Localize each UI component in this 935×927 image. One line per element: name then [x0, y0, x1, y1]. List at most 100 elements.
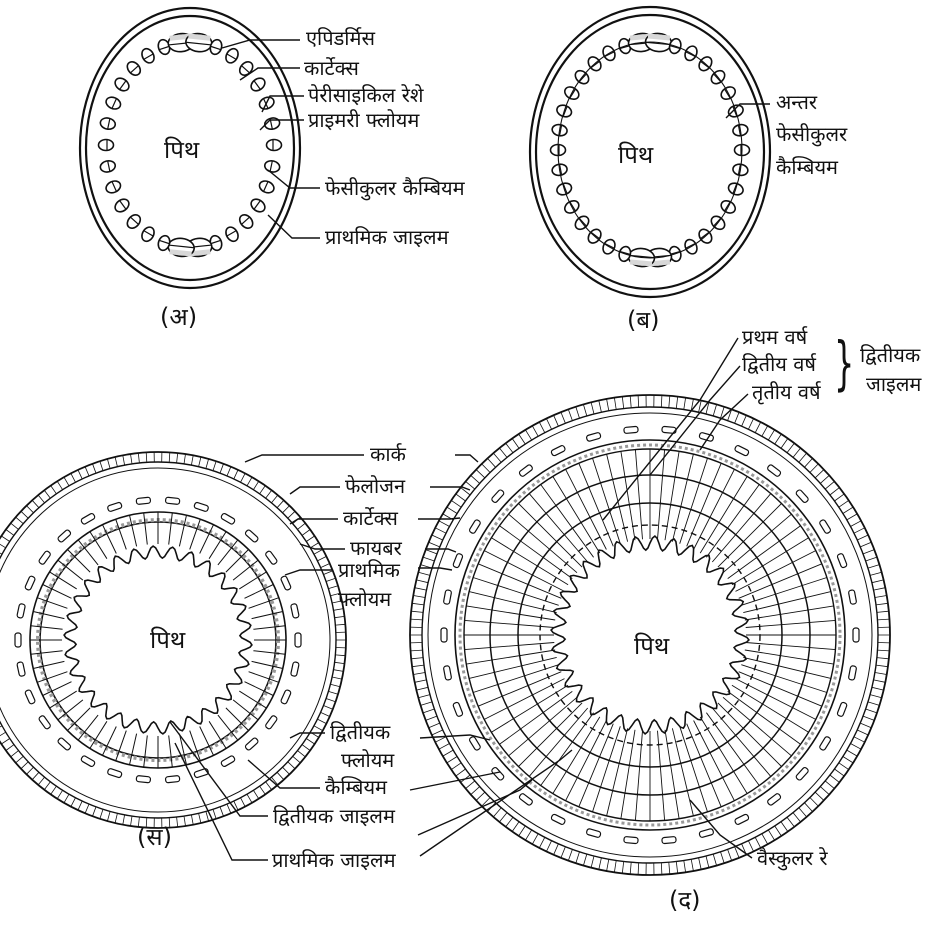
panel-d-fibre-cap	[551, 814, 566, 826]
panel-c-fibre-cap	[17, 603, 26, 618]
panel-c-fibre-cap	[194, 502, 209, 512]
label-pith-c: पिथ	[150, 628, 185, 652]
panel-a-bundle-outline	[113, 76, 132, 94]
leader-secondary-xylem-d	[418, 780, 532, 835]
leader-cork-d	[455, 455, 478, 462]
panel-c-fibre-cap	[107, 768, 122, 778]
panel-c-fibre-cap	[291, 662, 300, 677]
panel-d-fibre-cap	[586, 432, 601, 442]
panel-c-fibre-cap	[165, 775, 180, 782]
panel-c-fibre-cap	[291, 603, 300, 618]
panel-a-vascular-bundle	[237, 59, 255, 78]
label-primary-phloem-a: प्राइमरी फ्लोयम	[308, 110, 419, 130]
panel-c-fibre-cap	[265, 715, 278, 730]
panel-d-fibre-cap	[519, 464, 534, 477]
label-primary-xylem-c: प्राथमिक जाइलम	[272, 850, 396, 870]
panel-a-bundle-outline	[139, 225, 156, 243]
panel-a-bundle-outline	[104, 95, 122, 111]
panel-c-fibre-cap	[244, 737, 258, 751]
label-secondary-xylem-d2: जाइलम	[866, 374, 921, 394]
leader-cork	[245, 455, 364, 462]
panel-c-fibre-cap	[38, 715, 51, 730]
label-pith-d: पिथ	[634, 634, 669, 658]
leader-cambium	[248, 760, 320, 788]
leader-primary-phloem-d	[418, 568, 452, 570]
label-inter-2: फेसीकुलर	[776, 124, 847, 144]
label-primary-phloem-c2: फ्लोयम	[338, 589, 391, 609]
panel-c-fibre-cap	[220, 755, 235, 767]
panel-a-vascular-bundle	[125, 59, 143, 78]
label-cortex-c: कार्टेक्स	[343, 508, 398, 528]
panel-d-fibre-cap	[441, 628, 447, 642]
panel-d-fibre-cap	[519, 793, 534, 806]
panel-c-fibre-cap	[194, 768, 209, 778]
leader-phellogen-d	[430, 487, 470, 490]
label-secondary-phloem-1: द्वितीयक	[330, 722, 390, 742]
panel-a-vascular-bundle	[258, 179, 276, 195]
panel-a-vascular-bundle	[264, 159, 281, 173]
panel-d-fibre-cap	[819, 519, 831, 534]
panel-d-fibre-cap	[767, 464, 782, 477]
label-vascular-ray: वैस्कुलर रे	[757, 848, 828, 868]
panel-d-fibre-cap	[624, 426, 638, 433]
panel-a-bundle-outline	[237, 212, 255, 231]
panel-c-fibre-cap	[17, 662, 26, 677]
label-pith-b: पिथ	[618, 143, 653, 167]
panel-a-bundle-outline	[99, 140, 114, 151]
label-first-year: प्रथम वर्ष	[742, 327, 807, 347]
label-cambium: कैम्बियम	[325, 777, 387, 797]
panel-a-bundle-outline	[237, 59, 255, 78]
label-secondary-phloem-2: फ्लोयम	[341, 750, 394, 770]
panel-a-vascular-bundle	[125, 212, 143, 231]
panel-d-fibre-cap	[837, 553, 848, 568]
panel-c-fibre-cap	[15, 633, 21, 647]
panel-a-vascular-bundle	[113, 197, 132, 215]
panel-d-fibre-cap	[734, 814, 749, 826]
panel-a-bundle-outline	[223, 225, 240, 243]
panel-a-bundle-outline	[125, 212, 143, 231]
panel-a-vascular-bundle	[249, 197, 268, 215]
caption-a: (अ)	[160, 305, 197, 329]
label-cork: कार्क	[370, 444, 406, 464]
panel-a-vascular-bundle	[104, 179, 122, 195]
panel-c-fibre-cap	[265, 550, 278, 565]
panel-a-vascular-bundle	[237, 212, 255, 231]
panel-c-fibre-cap	[295, 633, 301, 647]
panel-c-fibre-cap	[244, 529, 258, 543]
label-third-year: तृतीय वर्ष	[752, 382, 821, 402]
caption-c: (स)	[137, 825, 172, 849]
panel-c-fibre-cap	[165, 497, 180, 504]
panel-c-fibre-cap	[220, 513, 235, 525]
panel-d-fibre-cap	[443, 590, 451, 605]
panel-c-fibre-cap	[80, 755, 95, 767]
label-epidermis-a: एपिडर्मिस	[306, 28, 375, 48]
panel-a-bundle-outline	[139, 47, 156, 65]
panel-a-bundle-outline	[258, 179, 276, 195]
panel-a-bundle-outline	[104, 179, 122, 195]
leader-secondary-phloem-d	[420, 735, 490, 740]
label-cortex-a: कार्टेक्स	[304, 58, 359, 78]
panel-a-bundle-outline	[223, 47, 240, 65]
panel-d-fibre-cap	[662, 836, 676, 843]
label-inter-3: कैम्बियम	[776, 157, 838, 177]
leader-cortex-d	[418, 518, 460, 519]
panel-d-fibre-cap	[443, 665, 451, 680]
panel-c-fibre-cap	[280, 689, 291, 704]
label-fascicular-cambium: फेसीकुलर कैम्बियम	[325, 178, 465, 198]
panel-a-vascular-bundle	[223, 47, 240, 65]
panel-d-fibre-cap	[699, 828, 714, 838]
panel-c-fibre-cap	[136, 775, 151, 782]
panel-d-fibre-cap	[767, 793, 782, 806]
panel-c-fibre-cap	[25, 689, 36, 704]
panel-d-fibre-cap	[795, 767, 809, 781]
brace-secondary-xylem: }	[834, 334, 854, 392]
panel-a-bundle-outline	[249, 76, 268, 94]
panel-c-fibre-cap	[280, 575, 291, 590]
panel-c-fibre-cap	[38, 550, 51, 565]
leader-fibre-d	[425, 549, 456, 552]
panel-c-fibre-cap	[107, 502, 122, 512]
panel-d-fibre-cap	[795, 489, 809, 503]
label-inter-1: अन्तर	[776, 92, 817, 112]
label-fibre: फायबर	[350, 538, 402, 558]
